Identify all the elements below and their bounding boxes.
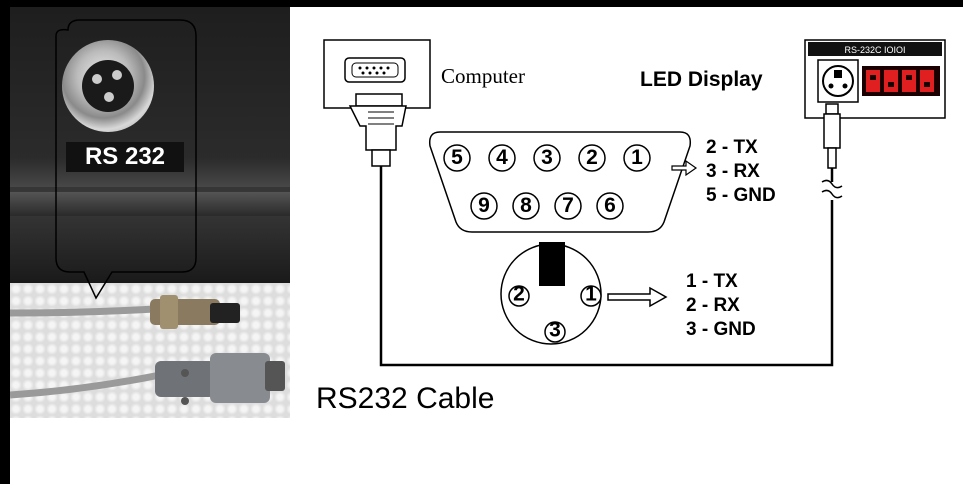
db9-pin-5: 5	[451, 146, 463, 169]
callout-bubble	[55, 19, 197, 300]
db9-pin-8: 8	[520, 194, 532, 217]
computer-label: Computer	[441, 64, 525, 88]
db9-pin-6-circle	[596, 192, 624, 220]
db9-map-gnd: 5 - GND	[706, 185, 776, 206]
round-pin-1: 1	[585, 283, 597, 306]
led-plug-icon	[823, 113, 841, 149]
db9-pin-4-circle	[488, 144, 516, 172]
cable-photo	[10, 283, 290, 418]
db9-pin-9-circle	[470, 192, 498, 220]
cable-photo-drawing	[10, 295, 285, 405]
left-border	[0, 0, 10, 484]
round-pin-3-circle	[544, 321, 566, 343]
db9-pin-2-circle	[578, 144, 606, 172]
db9-pin-5-circle	[443, 144, 471, 172]
connector-label: RS 232	[66, 142, 184, 172]
db9-map-rx: 3 - RX	[706, 161, 760, 182]
cable-wire	[379, 166, 834, 367]
round-arrow-icon	[607, 286, 668, 308]
round-pin-1-circle	[580, 285, 602, 307]
db9-pin-7-circle	[554, 192, 582, 220]
cable-title: RS232 Cable	[316, 382, 495, 415]
round-map-rx: 2 - RX	[686, 295, 740, 316]
db9-pin-3-circle	[533, 144, 561, 172]
round-map-gnd: 3 - GND	[686, 319, 756, 340]
round-pin-map: 1 - TX 2 - RX 3 - GND	[686, 270, 756, 342]
db9-pin-4: 4	[496, 146, 508, 169]
round-key-notch	[539, 242, 565, 286]
round-socket-icon	[62, 40, 154, 132]
db9-arrow-icon	[671, 159, 698, 177]
db9-pin-1: 1	[631, 146, 643, 169]
db9-pin-map: 2 - TX 3 - RX 5 - GND	[706, 136, 776, 208]
db9-pin-3: 3	[541, 146, 553, 169]
db9-pin-7: 7	[562, 194, 574, 217]
round-pin-2-circle	[508, 285, 530, 307]
top-border	[0, 0, 963, 7]
db9-pin-6: 6	[604, 194, 616, 217]
round-pin-2: 2	[513, 283, 525, 306]
round-map-tx: 1 - TX	[686, 271, 738, 292]
db9-pin-8-circle	[512, 192, 540, 220]
led-panel-header: RS-232C IOIOI	[844, 45, 905, 55]
db9-map-tx: 2 - TX	[706, 137, 758, 158]
led-display-label: LED Display	[640, 68, 763, 91]
db9-pin-1-circle	[623, 144, 651, 172]
round-pin-3: 3	[549, 319, 561, 342]
led-socket-icon	[822, 65, 854, 97]
db9-pin-2: 2	[586, 146, 598, 169]
db9-plug-icon	[348, 105, 407, 151]
db9-pin-9: 9	[478, 194, 490, 217]
